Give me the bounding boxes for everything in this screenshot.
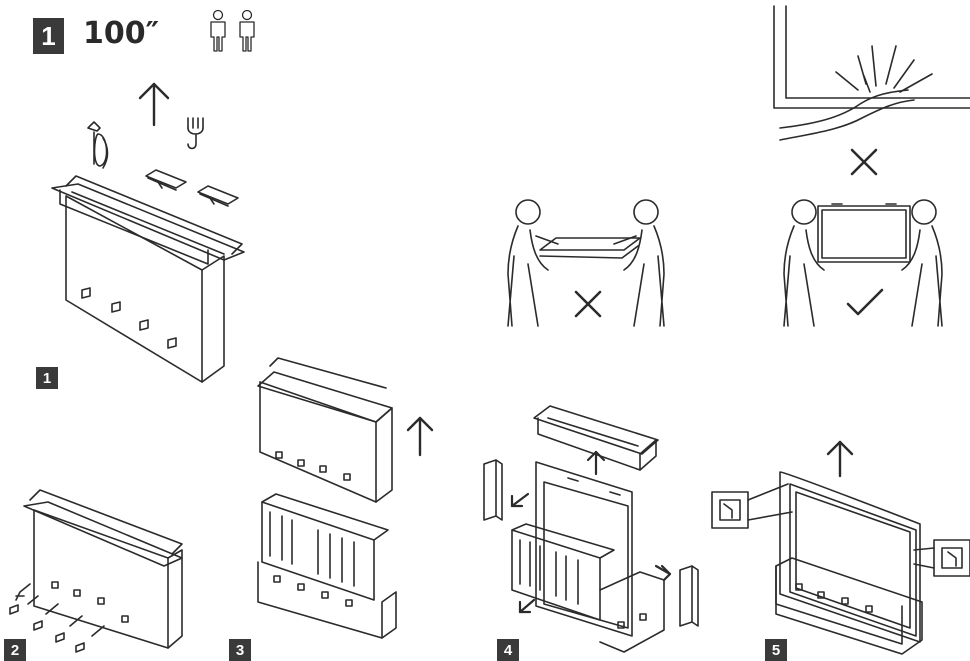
wrong-carry-illustration [507, 199, 665, 327]
tv-size-label: 100″ [83, 16, 160, 51]
two-persons-icon [210, 9, 255, 52]
tv-box-closed [51, 175, 245, 383]
step-badge-2: 2 [4, 639, 26, 661]
wrong-grip-illustration [773, 5, 970, 141]
correct-carry-illustration [783, 199, 943, 327]
step-badge-1: 1 [36, 367, 58, 389]
wrong-carry-cross-icon [574, 290, 602, 318]
correct-carry-check-icon [846, 288, 884, 316]
step4-remove-foam [483, 405, 699, 653]
stand-feet-icon [145, 169, 239, 207]
wrong-grip-cross-icon [850, 148, 878, 176]
step-badge-3: 3 [229, 639, 251, 661]
step-badge-5: 5 [765, 639, 787, 661]
up-arrow-icon [138, 82, 170, 127]
up-arrow-icon-step3 [406, 416, 434, 457]
step3-sleeve-lift [257, 357, 434, 639]
power-cable-icon [87, 121, 109, 169]
step2-box-clips [9, 489, 183, 653]
header-step-badge: 1 [33, 18, 64, 54]
step-badge-4: 4 [497, 639, 519, 661]
remote-cable-icon [187, 117, 204, 150]
step5-lift-tv [711, 440, 970, 655]
